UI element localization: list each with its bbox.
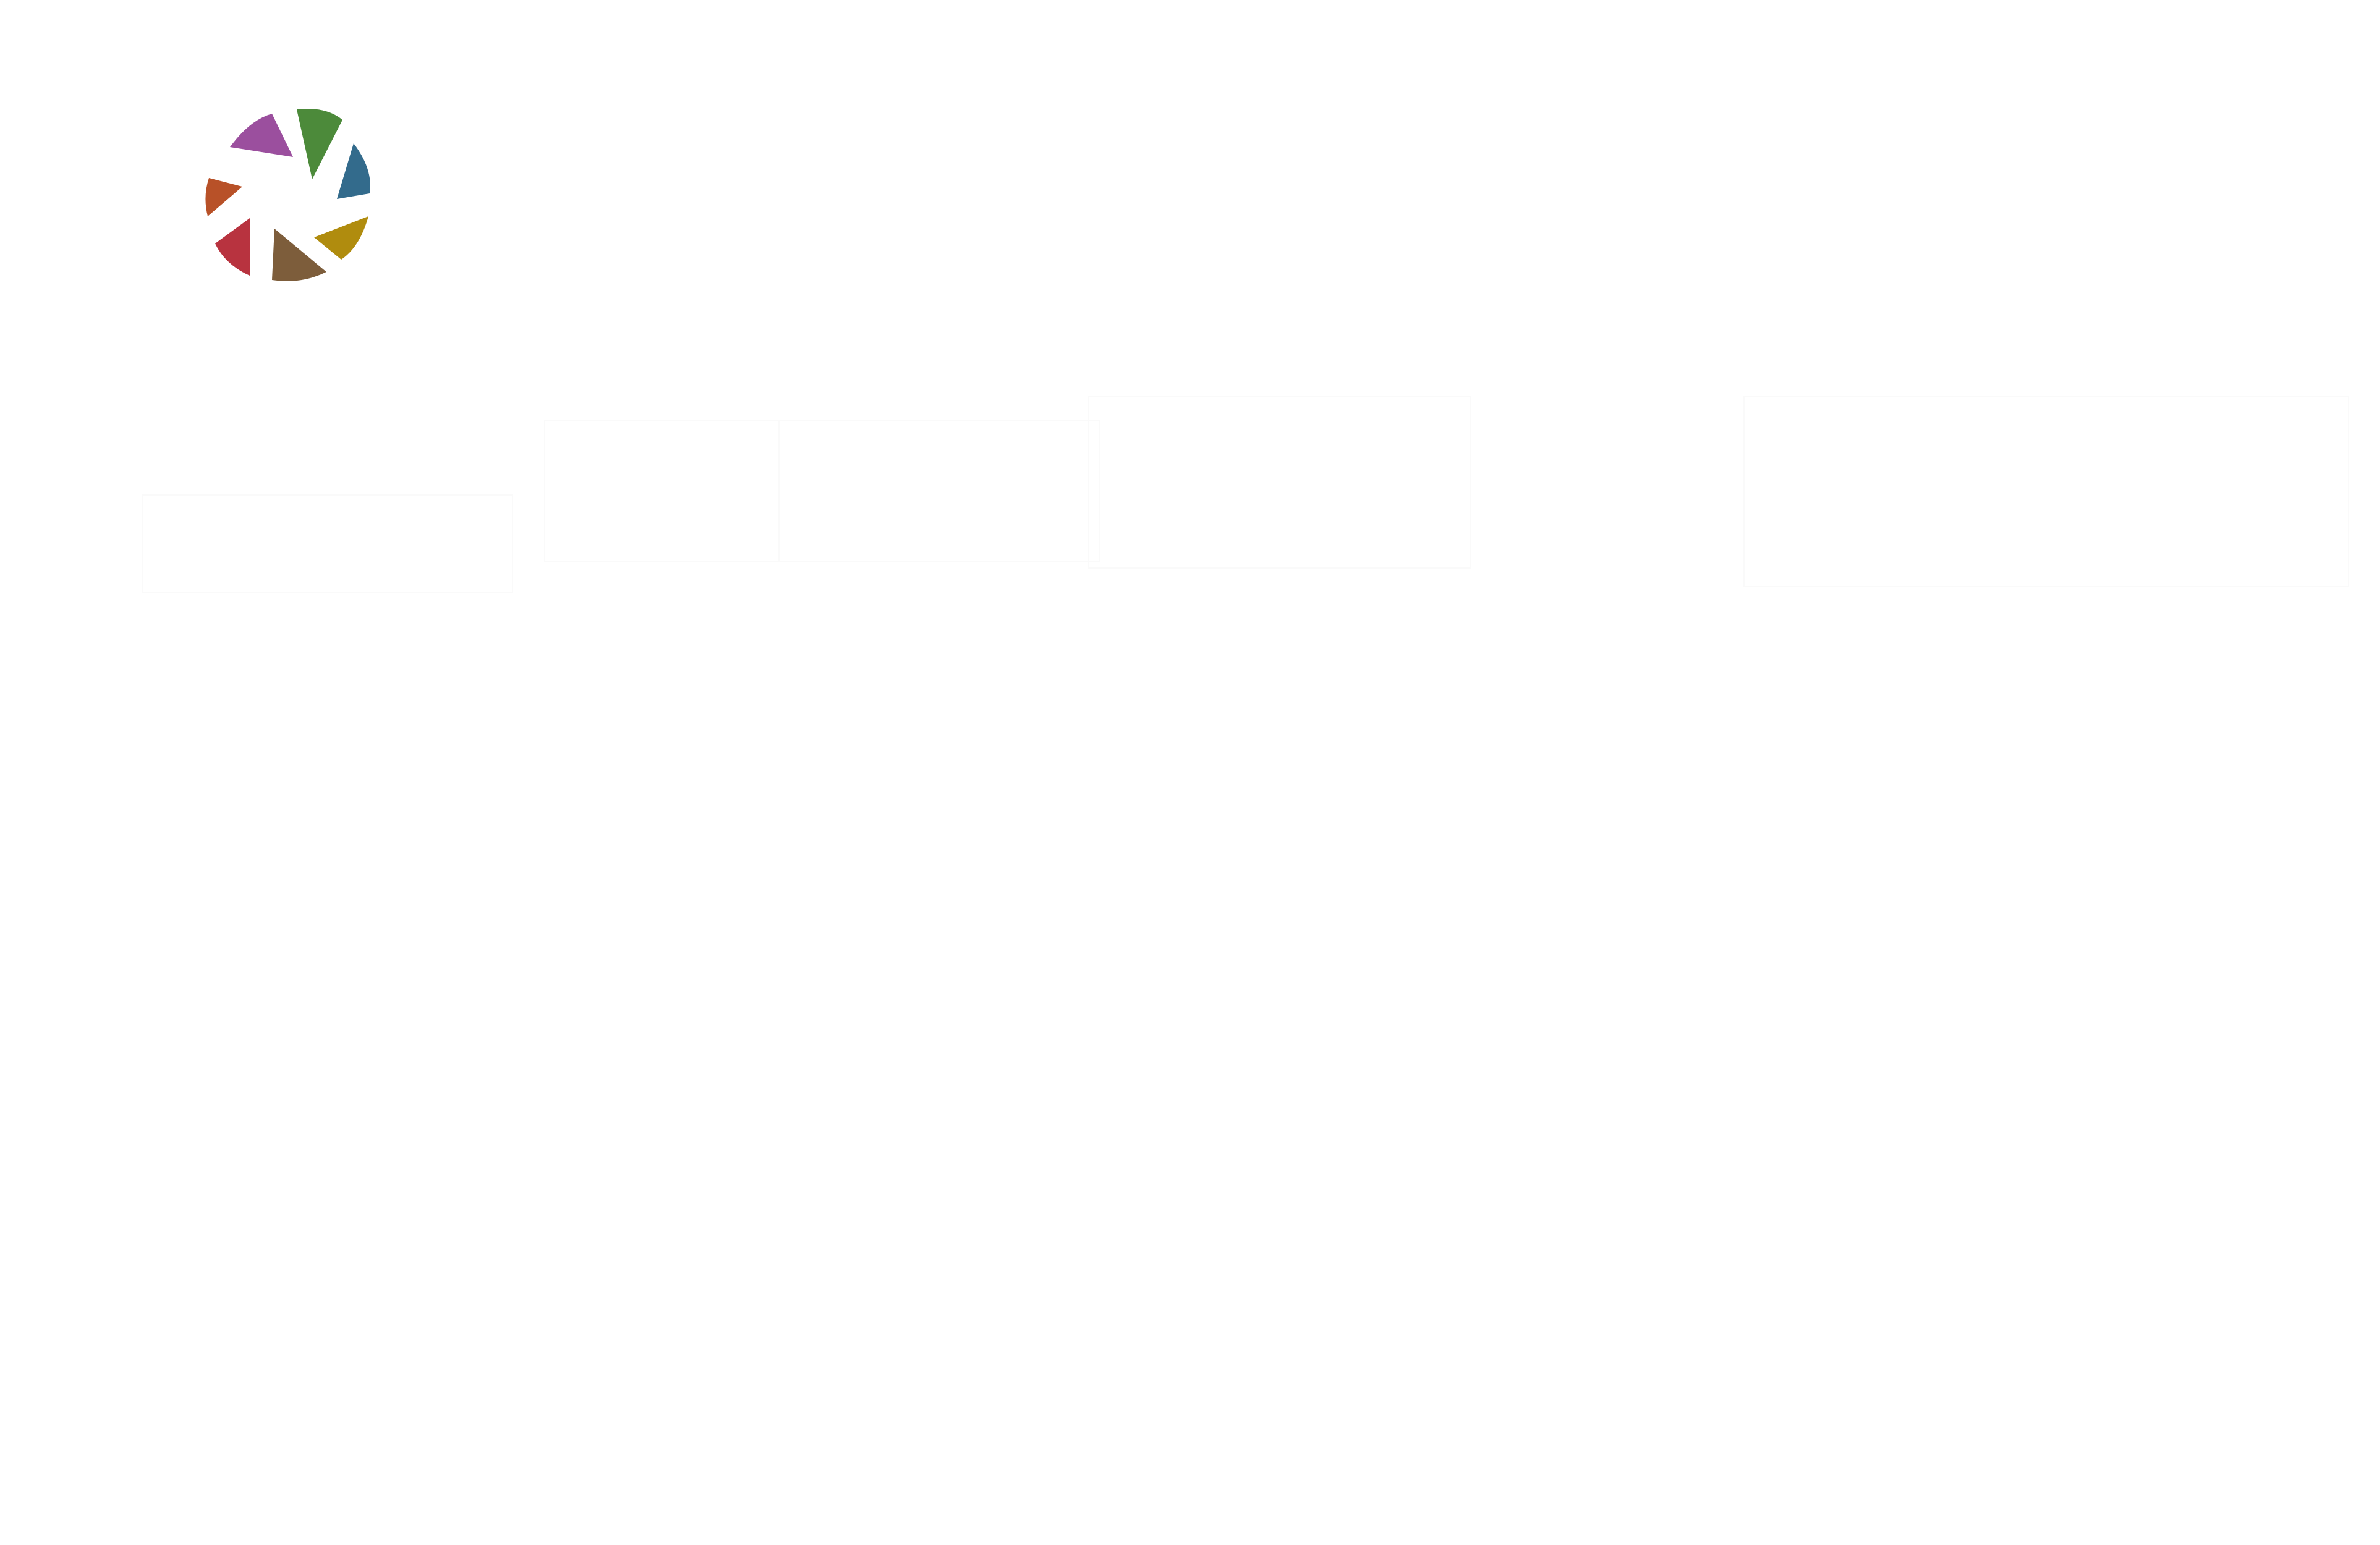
faint-box bbox=[544, 420, 779, 562]
faint-box bbox=[779, 420, 1100, 562]
faint-text-block bbox=[1595, 173, 2040, 241]
faint-box bbox=[142, 494, 513, 593]
logo-segment-brown bbox=[272, 229, 326, 281]
faint-text-block bbox=[1725, 281, 1867, 318]
faint-text-block bbox=[538, 247, 958, 315]
pinwheel-logo-graphic bbox=[205, 109, 370, 281]
logo-segment-blue bbox=[337, 143, 370, 199]
faint-text-block bbox=[136, 346, 482, 445]
faint-box bbox=[1743, 396, 2349, 587]
logo-segment-purple bbox=[230, 114, 293, 157]
logo-segment-orange bbox=[205, 178, 242, 216]
faint-box bbox=[1088, 396, 1471, 569]
faint-text-block bbox=[1966, 711, 2176, 779]
faint-text-block bbox=[161, 1205, 532, 1255]
logo-segment-green bbox=[297, 109, 342, 179]
pinwheel-logo bbox=[185, 93, 464, 340]
faint-text-block bbox=[1100, 281, 1459, 318]
logo-segment-yellow bbox=[314, 216, 368, 260]
logo-segment-red bbox=[215, 218, 250, 276]
